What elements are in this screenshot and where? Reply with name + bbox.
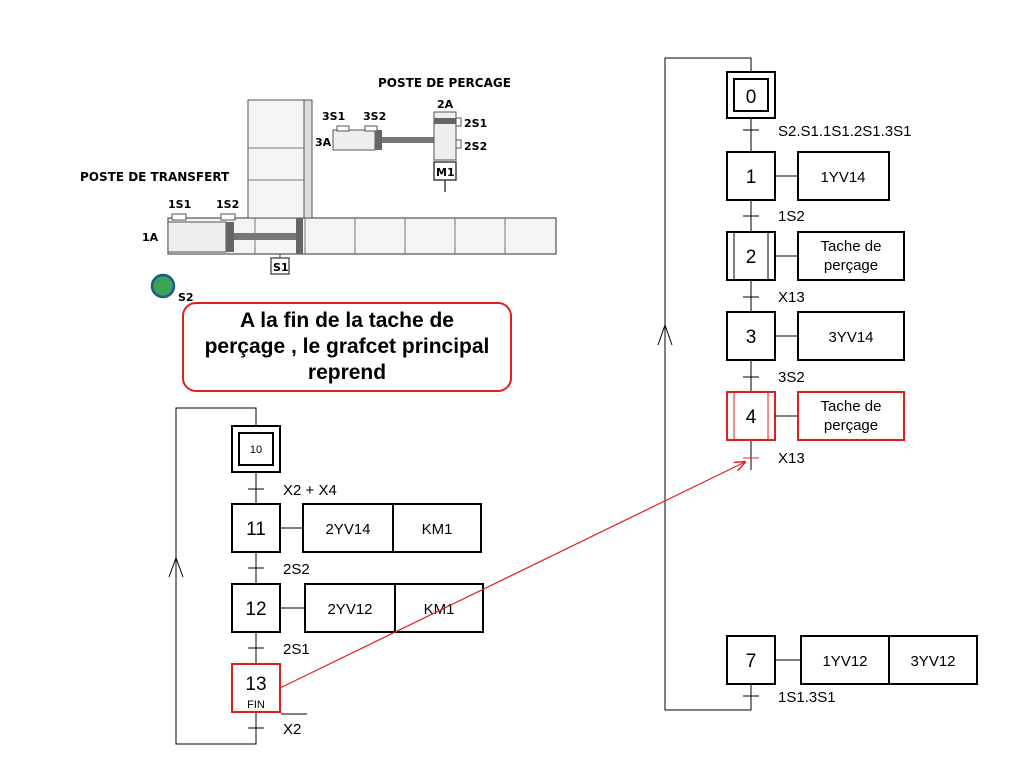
step-10-label: 10 [250, 444, 262, 456]
sensor-2s1-label: 2S1 [464, 117, 487, 130]
receptivity-1: 1S2 [778, 208, 805, 225]
poste-percage-label: POSTE DE PERCAGE [378, 76, 511, 90]
step-7-label: 7 [746, 651, 757, 672]
note-text: A la fin de la tache de perçage , le gra… [204, 309, 490, 384]
sensor-3s2-label: 3S2 [363, 110, 386, 123]
action-step-11b [392, 503, 482, 553]
receptivity-12: 2S1 [283, 641, 310, 658]
action-step-3 [797, 311, 905, 361]
sensor-s2-label: S2 [178, 291, 194, 304]
action-step-1 [797, 151, 890, 201]
action-step-2 [797, 231, 905, 281]
step-0 [726, 71, 776, 119]
step-4-label: 4 [746, 407, 757, 428]
action-step-7b-label: 3YV12 [910, 653, 955, 670]
sensor-1s2-label: 1S2 [216, 198, 239, 211]
step-13-label: 13 [245, 674, 266, 695]
step-0-label: 0 [746, 87, 757, 108]
grafcet-task-text: 10 X2 + X4 11 2YV14 KM1 2S2 12 2YV12 KM1… [245, 444, 454, 738]
step-1-label: 1 [746, 167, 757, 188]
action-step-11a-label: 2YV14 [325, 521, 370, 538]
step-13-sublabel: FIN [247, 699, 265, 711]
action-step-7a-label: 1YV12 [822, 653, 867, 670]
cylinder-1a-label: 1A [142, 231, 159, 244]
step-11-label: 11 [246, 519, 266, 540]
receptivity-10: X2 + X4 [283, 482, 337, 499]
action-step-12a-label: 2YV12 [327, 601, 372, 618]
receptivity-4: X13 [778, 450, 805, 467]
poste-transfert-label: POSTE DE TRANSFERT [80, 170, 230, 184]
grafcet-main-text: 0 S2.S1.1S1.2S1.3S1 1 1YV14 1S2 2 Tache … [746, 87, 956, 706]
action-step-4-label: Tache de perçage [820, 398, 882, 434]
sync-arrow [279, 462, 745, 689]
action-step-3-label: 3YV14 [828, 329, 873, 346]
receptivity-13: X2 [283, 721, 301, 738]
action-step-12b-label: KM1 [424, 601, 455, 618]
step-10 [231, 425, 281, 473]
action-step-4 [797, 391, 905, 441]
step-2-label: 2 [746, 247, 757, 268]
machine-illustration: POSTE DE PERCAGE POSTE DE TRANSFERT 1S1 … [80, 55, 563, 304]
action-step-11b-label: KM1 [422, 521, 453, 538]
step-12-label: 12 [245, 599, 266, 620]
sensor-3s1-label: 3S1 [322, 110, 345, 123]
action-step-12b [394, 583, 484, 633]
cylinder-3a-label: 3A [315, 136, 332, 149]
receptivity-7: 1S1.3S1 [778, 689, 836, 706]
receptivity-3: 3S2 [778, 369, 805, 386]
grafcet-task [168, 407, 484, 745]
action-step-7b [888, 635, 978, 685]
grafcet-main [657, 57, 978, 711]
receptivity-0: S2.S1.1S1.2S1.3S1 [778, 123, 911, 140]
step-3-label: 3 [746, 327, 757, 348]
action-step-2-label: Tache de perçage [820, 238, 882, 274]
sensor-s2-indicator [150, 273, 176, 299]
sensor-s1-label: S1 [273, 261, 289, 274]
sensor-2s2-label: 2S2 [464, 140, 487, 153]
receptivity-11: 2S2 [283, 561, 310, 578]
sensor-1s1-label: 1S1 [168, 198, 191, 211]
motor-m1-label: M1 [436, 166, 455, 179]
cylinder-2a-label: 2A [437, 98, 454, 111]
action-step-1-label: 1YV14 [820, 169, 865, 186]
receptivity-2: X13 [778, 289, 805, 306]
note-callout: A la fin de la tache de perçage , le gra… [182, 302, 512, 392]
